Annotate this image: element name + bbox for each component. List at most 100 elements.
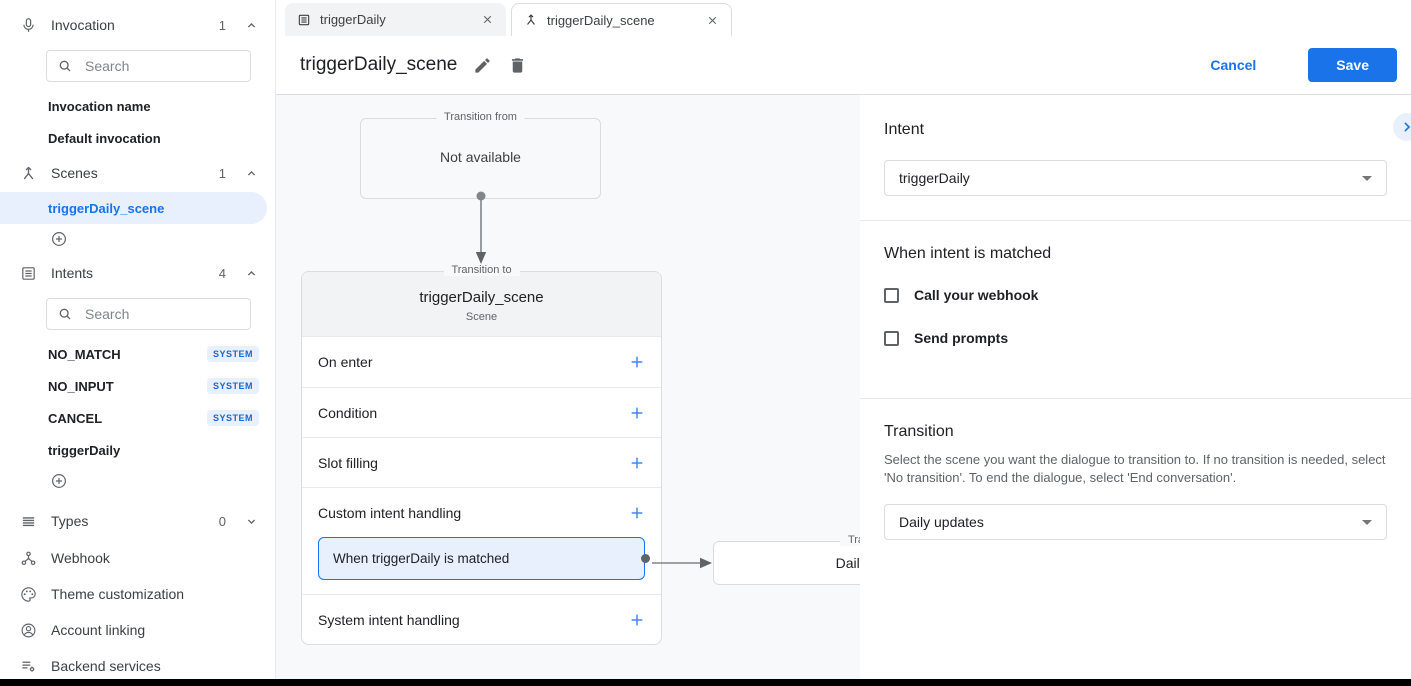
checkbox-unchecked[interactable] xyxy=(884,330,899,346)
sidebar-item-account-linking[interactable]: Account linking xyxy=(0,612,275,648)
main-area: triggerDaily triggerDaily_scene triggerD… xyxy=(276,0,1411,686)
close-icon[interactable] xyxy=(706,14,719,27)
system-badge: SYSTEM xyxy=(206,378,259,394)
add-circle-icon xyxy=(52,474,66,488)
sidebar-item-no-match[interactable]: NO_MATCH SYSTEM xyxy=(0,338,275,370)
transition-target-box[interactable]: Transition to Daily updates xyxy=(713,534,860,585)
scene-row-condition[interactable]: Condition xyxy=(302,387,661,437)
sidebar-section-types[interactable]: Types 0 xyxy=(0,502,275,540)
palette-icon xyxy=(21,586,36,602)
types-count: 0 xyxy=(218,513,226,529)
invocation-search-input[interactable] xyxy=(83,57,240,75)
webhook-icon xyxy=(21,551,36,565)
intent-list-icon xyxy=(298,14,310,25)
chevron-up-icon[interactable] xyxy=(244,18,259,33)
invocation-search[interactable] xyxy=(46,50,251,82)
cancel-button[interactable]: Cancel xyxy=(1204,56,1262,74)
checkbox-unchecked[interactable] xyxy=(884,287,899,303)
microphone-icon xyxy=(23,17,34,32)
chevron-up-icon[interactable] xyxy=(244,266,259,281)
collapse-panel-button[interactable] xyxy=(1393,113,1411,141)
connector-dot xyxy=(641,554,650,563)
sidebar-item-theme-customization[interactable]: Theme customization xyxy=(0,576,275,612)
add-icon[interactable] xyxy=(629,354,645,370)
transition-select-value: Daily updates xyxy=(899,514,984,530)
scene-row-on-enter[interactable]: On enter xyxy=(302,337,661,387)
system-badge: SYSTEM xyxy=(206,410,259,426)
page-title: triggerDaily_scene xyxy=(300,54,458,75)
checkbox-label: Send prompts xyxy=(914,330,1009,346)
when-matched-heading: When intent is matched xyxy=(884,245,1052,262)
sidebar-section-label: Invocation xyxy=(51,17,115,33)
content-area: Transition from Not available Transition… xyxy=(276,95,1411,686)
divider xyxy=(860,220,1411,221)
connector-arrow-right xyxy=(652,557,712,569)
add-icon[interactable] xyxy=(629,405,645,421)
transition-from-box[interactable]: Transition from Not available xyxy=(360,111,601,199)
intents-search[interactable] xyxy=(46,298,251,330)
intent-handler-when-triggerdaily-matched[interactable]: When triggerDaily is matched xyxy=(318,537,650,580)
sidebar-item-default-invocation[interactable]: Default invocation xyxy=(48,130,161,146)
add-scene-button[interactable] xyxy=(0,224,275,254)
types-list-icon xyxy=(22,516,35,526)
transition-from-legend: Transition from xyxy=(436,111,525,123)
add-icon[interactable] xyxy=(629,612,645,628)
add-circle-icon xyxy=(52,232,66,246)
transition-description: Select the scene you want the dialogue t… xyxy=(884,452,1386,485)
sidebar-item-triggerdaily-scene[interactable]: triggerDaily_scene xyxy=(0,192,267,224)
intent-select[interactable]: triggerDaily xyxy=(884,160,1387,196)
chevron-down-icon[interactable] xyxy=(244,514,259,529)
intents-search-input[interactable] xyxy=(83,305,240,323)
checkbox-label: Call your webhook xyxy=(914,287,1039,303)
search-icon xyxy=(59,308,71,320)
edit-icon[interactable] xyxy=(473,56,492,75)
sidebar-item-webhook[interactable]: Webhook xyxy=(0,540,275,576)
sidebar-section-label: Scenes xyxy=(51,165,98,181)
sidebar-section-label: Types xyxy=(51,513,89,529)
save-button[interactable]: Save xyxy=(1308,48,1397,82)
call-webhook-checkbox-row[interactable]: Call your webhook xyxy=(884,287,1387,303)
scene-card-title: triggerDaily_scene xyxy=(419,289,544,306)
tab-triggerdaily-scene[interactable]: triggerDaily_scene xyxy=(511,3,732,36)
scene-card-subtitle: Scene xyxy=(465,311,498,323)
scene-card: Transition to triggerDaily_scene Scene O… xyxy=(301,264,662,645)
transition-target-content: Daily updates xyxy=(835,555,860,571)
transition-to-legend: Transition to xyxy=(443,264,520,276)
tab-bar: triggerDaily triggerDaily_scene xyxy=(276,0,1411,36)
delete-icon[interactable] xyxy=(508,56,527,75)
scene-row-custom-intent-handling[interactable]: Custom intent handling xyxy=(302,487,661,537)
scene-row-system-intent-handling[interactable]: System intent handling xyxy=(302,594,661,644)
add-icon[interactable] xyxy=(629,455,645,471)
dropdown-caret-icon xyxy=(1362,175,1372,181)
flow-canvas[interactable]: Transition from Not available Transition… xyxy=(276,95,860,686)
dropdown-caret-icon xyxy=(1362,519,1372,525)
backend-services-icon xyxy=(22,661,35,672)
system-badge: SYSTEM xyxy=(206,346,259,362)
add-icon[interactable] xyxy=(629,505,645,521)
transition-from-content: Not available xyxy=(440,149,521,165)
transition-select[interactable]: Daily updates xyxy=(884,504,1387,540)
sidebar-item-triggerdaily[interactable]: triggerDaily xyxy=(48,442,121,458)
sidebar-section-invocation[interactable]: Invocation 1 xyxy=(0,6,275,44)
sidebar-item-invocation-name[interactable]: Invocation name xyxy=(48,98,151,114)
chevron-up-icon[interactable] xyxy=(244,166,259,181)
sidebar-item-backend-services[interactable]: Backend services xyxy=(0,648,275,684)
close-icon[interactable] xyxy=(481,13,494,26)
sidebar-section-label: Intents xyxy=(51,265,94,281)
add-intent-button[interactable] xyxy=(0,466,275,496)
send-prompts-checkbox-row[interactable]: Send prompts xyxy=(884,330,1387,346)
intent-list-icon xyxy=(22,266,35,280)
sidebar-section-intents[interactable]: Intents 4 xyxy=(0,254,275,292)
sidebar-section-scenes[interactable]: Scenes 1 xyxy=(0,154,275,192)
tab-triggerdaily[interactable]: triggerDaily xyxy=(285,3,506,36)
scene-split-icon xyxy=(527,14,535,25)
intents-count: 4 xyxy=(218,265,226,281)
scenes-count: 1 xyxy=(218,165,226,181)
scene-row-slot-filling[interactable]: Slot filling xyxy=(302,437,661,487)
sidebar-item-no-input[interactable]: NO_INPUT SYSTEM xyxy=(0,370,275,402)
scene-card-header[interactable]: triggerDaily_scene Scene xyxy=(302,272,661,337)
sidebar-item-cancel[interactable]: CANCEL SYSTEM xyxy=(0,402,275,434)
sidebar: Invocation 1 Invocation name Default inv… xyxy=(0,0,276,686)
transition-heading: Transition xyxy=(884,423,954,440)
transition-target-legend: Transition to xyxy=(839,534,860,546)
